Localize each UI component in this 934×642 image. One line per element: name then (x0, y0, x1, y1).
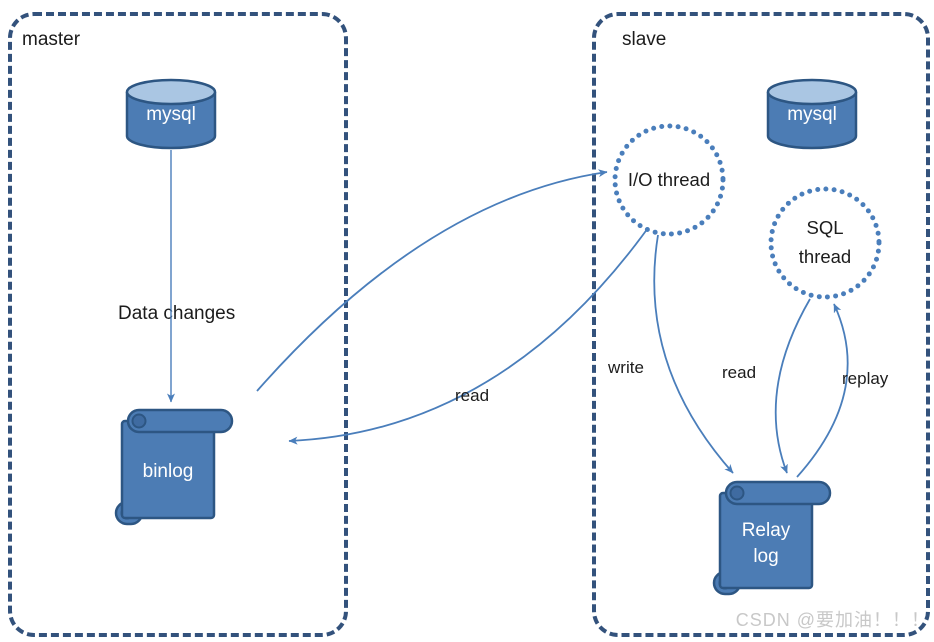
slave-database-label: mysql (787, 104, 837, 125)
scalloped-circle-icon (612, 123, 726, 237)
scroll-icon (114, 408, 234, 526)
binlog-scroll: binlog (114, 406, 236, 530)
master-database-cylinder: mysql (123, 76, 219, 152)
read-binlog-label: read (455, 386, 490, 405)
slave-database-cylinder: mysql (764, 76, 860, 152)
read-relay-label: read (722, 363, 757, 382)
database-cylinder-icon (125, 78, 217, 150)
io-thread-circle: I/O thread (610, 121, 728, 239)
watermark-text: CSDN @要加油！！！ (735, 610, 930, 630)
scalloped-circle-icon (768, 186, 882, 300)
sql-thread-circle: SQL thread (766, 184, 884, 302)
write-label: write (608, 358, 644, 377)
scroll-icon (712, 480, 832, 596)
sql-thread-label: SQL thread (798, 217, 852, 267)
data-changes-label: Data changes (118, 303, 236, 324)
master-database-label: mysql (146, 104, 196, 125)
database-cylinder-icon (766, 78, 858, 150)
io-thread-label: I/O thread (627, 168, 711, 190)
replay-label: replay (842, 369, 889, 388)
slave-box-title: slave (622, 29, 667, 50)
binlog-label: binlog (142, 461, 194, 483)
master-box-title: master (22, 29, 81, 50)
relay-log-scroll: Relay log (712, 478, 834, 598)
relay-log-label: Relay log (741, 520, 791, 567)
